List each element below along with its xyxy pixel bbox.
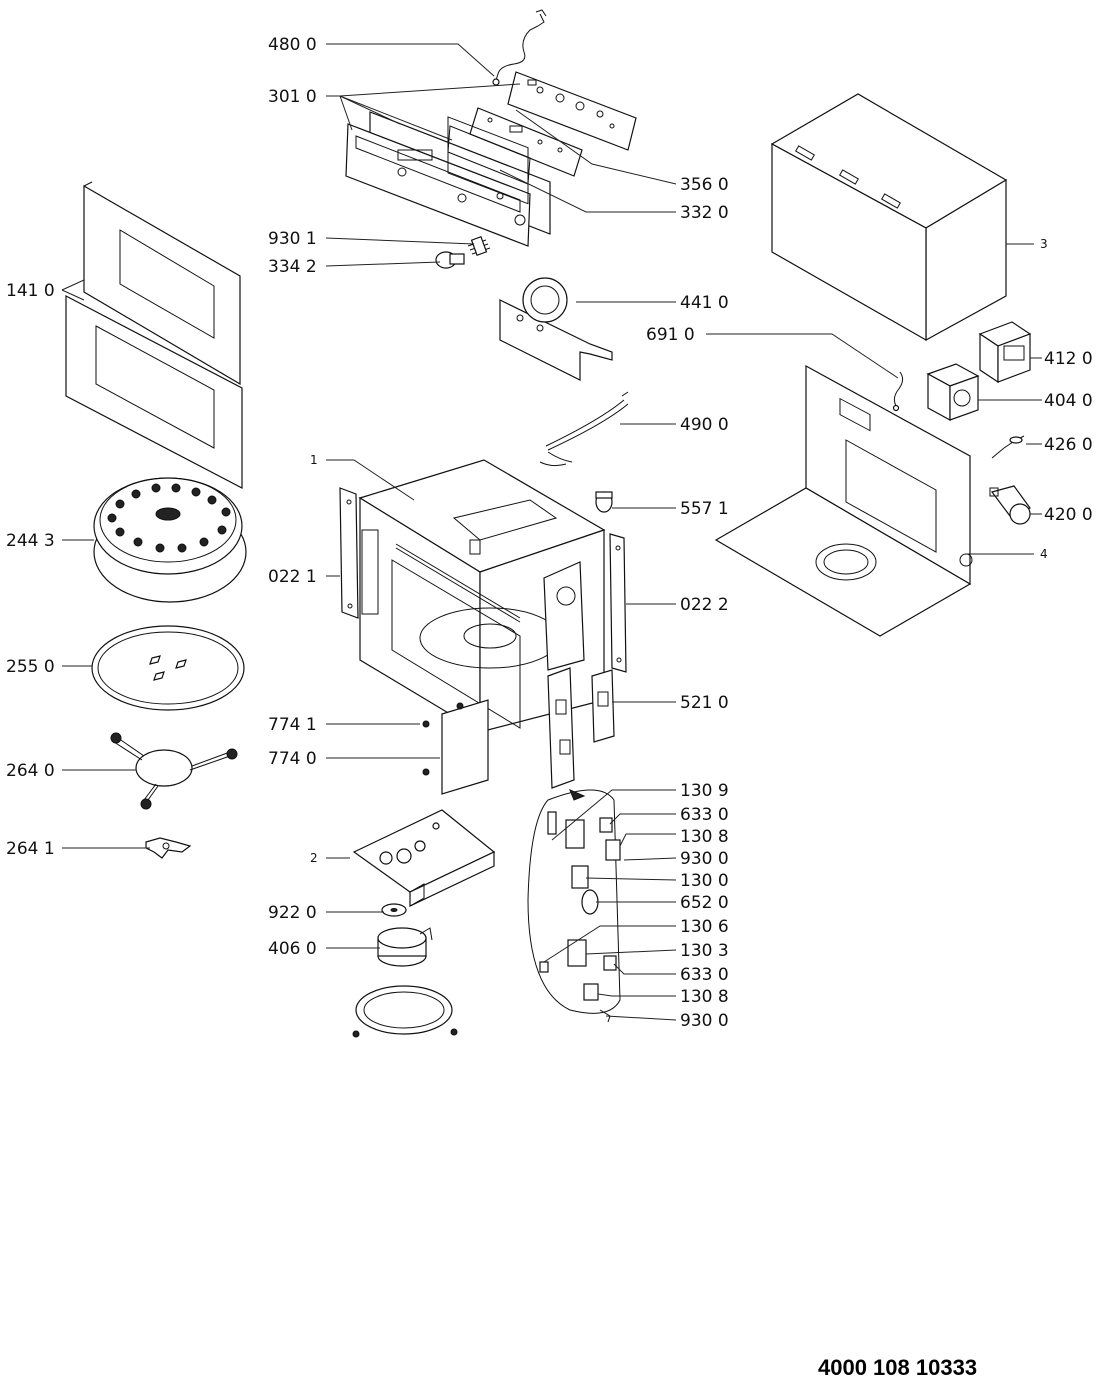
label-022-2: 022 2: [680, 595, 729, 615]
label-130-9: 130 9: [680, 781, 729, 801]
part-interlock-group: [527, 789, 621, 1023]
part-washer-922: [381, 903, 407, 917]
label-441-0: 441 0: [680, 293, 729, 313]
label-404-0: 404 0: [1044, 391, 1093, 411]
part-switch-521: [547, 667, 615, 789]
label-774-1: 774 1: [268, 715, 317, 735]
label-557-1: 557 1: [680, 499, 729, 519]
label-521-0: 521 0: [680, 693, 729, 713]
label-130-8-b: 130 8: [680, 987, 729, 1007]
part-fuse-426: [991, 435, 1025, 459]
label-406-0: 406 0: [268, 939, 317, 959]
label-633-0-b: 633 0: [680, 965, 729, 985]
part-cover-774: [422, 699, 489, 795]
label-356-0: 356 0: [680, 175, 729, 195]
part-rail-022-2: [609, 533, 627, 673]
part-control-panel-301: [345, 111, 551, 247]
part-lamp-557: [595, 491, 613, 513]
part-bracket-441: [499, 277, 613, 381]
part-magnetron-404: [926, 363, 980, 422]
label-3: 3: [1040, 237, 1048, 251]
part-knob-334-2: [435, 251, 465, 269]
label-420-0: 420 0: [1044, 505, 1093, 525]
label-4: 4: [1040, 547, 1048, 561]
label-301-0: 301 0: [268, 87, 317, 107]
label-2: 2: [310, 851, 318, 865]
part-casing-3: [770, 93, 1008, 342]
part-wire-691: [892, 371, 904, 412]
part-wire-480: [492, 9, 547, 86]
label-264-1: 264 1: [6, 839, 55, 859]
label-930-0-a: 930 0: [680, 849, 729, 869]
label-412-0: 412 0: [1044, 349, 1093, 369]
label-130-6: 130 6: [680, 917, 729, 937]
part-tray-255: [91, 625, 245, 711]
label-264-0: 264 0: [6, 761, 55, 781]
label-480-0: 480 0: [268, 35, 317, 55]
part-coupler-264-1: [145, 837, 192, 859]
part-capacitor-420: [989, 485, 1031, 525]
part-cable-490: [539, 391, 629, 467]
label-922-0: 922 0: [268, 903, 317, 923]
part-door-141: [65, 181, 243, 489]
label-490-0: 490 0: [680, 415, 729, 435]
part-plate-244: [93, 477, 247, 603]
part-motor-406: [377, 927, 433, 967]
label-1: 1: [310, 453, 318, 467]
part-transformer-412: [978, 321, 1032, 384]
document-number: 4000 108 10333: [818, 1355, 977, 1380]
label-255-0: 255 0: [6, 657, 55, 677]
label-633-0-a: 633 0: [680, 805, 729, 825]
label-332-0: 332 0: [680, 203, 729, 223]
label-930-0-b: 930 0: [680, 1011, 729, 1031]
label-652-0: 652 0: [680, 893, 729, 913]
label-141-0: 141 0: [6, 281, 55, 301]
part-baseplate-2: [352, 809, 496, 907]
label-130-8-a: 130 8: [680, 827, 729, 847]
part-control-board-356: [507, 71, 637, 151]
label-130-0: 130 0: [680, 871, 729, 891]
label-334-2: 334 2: [268, 257, 317, 277]
part-ring: [352, 985, 458, 1038]
label-426-0: 426 0: [1044, 435, 1093, 455]
label-244-3: 244 3: [6, 531, 55, 551]
part-rail-022-1: [339, 487, 359, 619]
leader-lines: [61, 43, 1042, 1021]
part-cavity-1: [358, 459, 606, 734]
label-022-1: 022 1: [268, 567, 317, 587]
part-pcb-332: [469, 107, 583, 177]
label-130-3: 130 3: [680, 941, 729, 961]
part-labels: 480 0 301 0 356 0 332 0 930 1 334 2 141 …: [6, 35, 1093, 1031]
label-691-0: 691 0: [646, 325, 695, 345]
label-774-0: 774 0: [268, 749, 317, 769]
label-930-1: 930 1: [268, 229, 317, 249]
part-chassis-4: [714, 364, 973, 637]
part-roller-264-0: [110, 732, 238, 810]
part-spring-930-1: [467, 236, 491, 256]
